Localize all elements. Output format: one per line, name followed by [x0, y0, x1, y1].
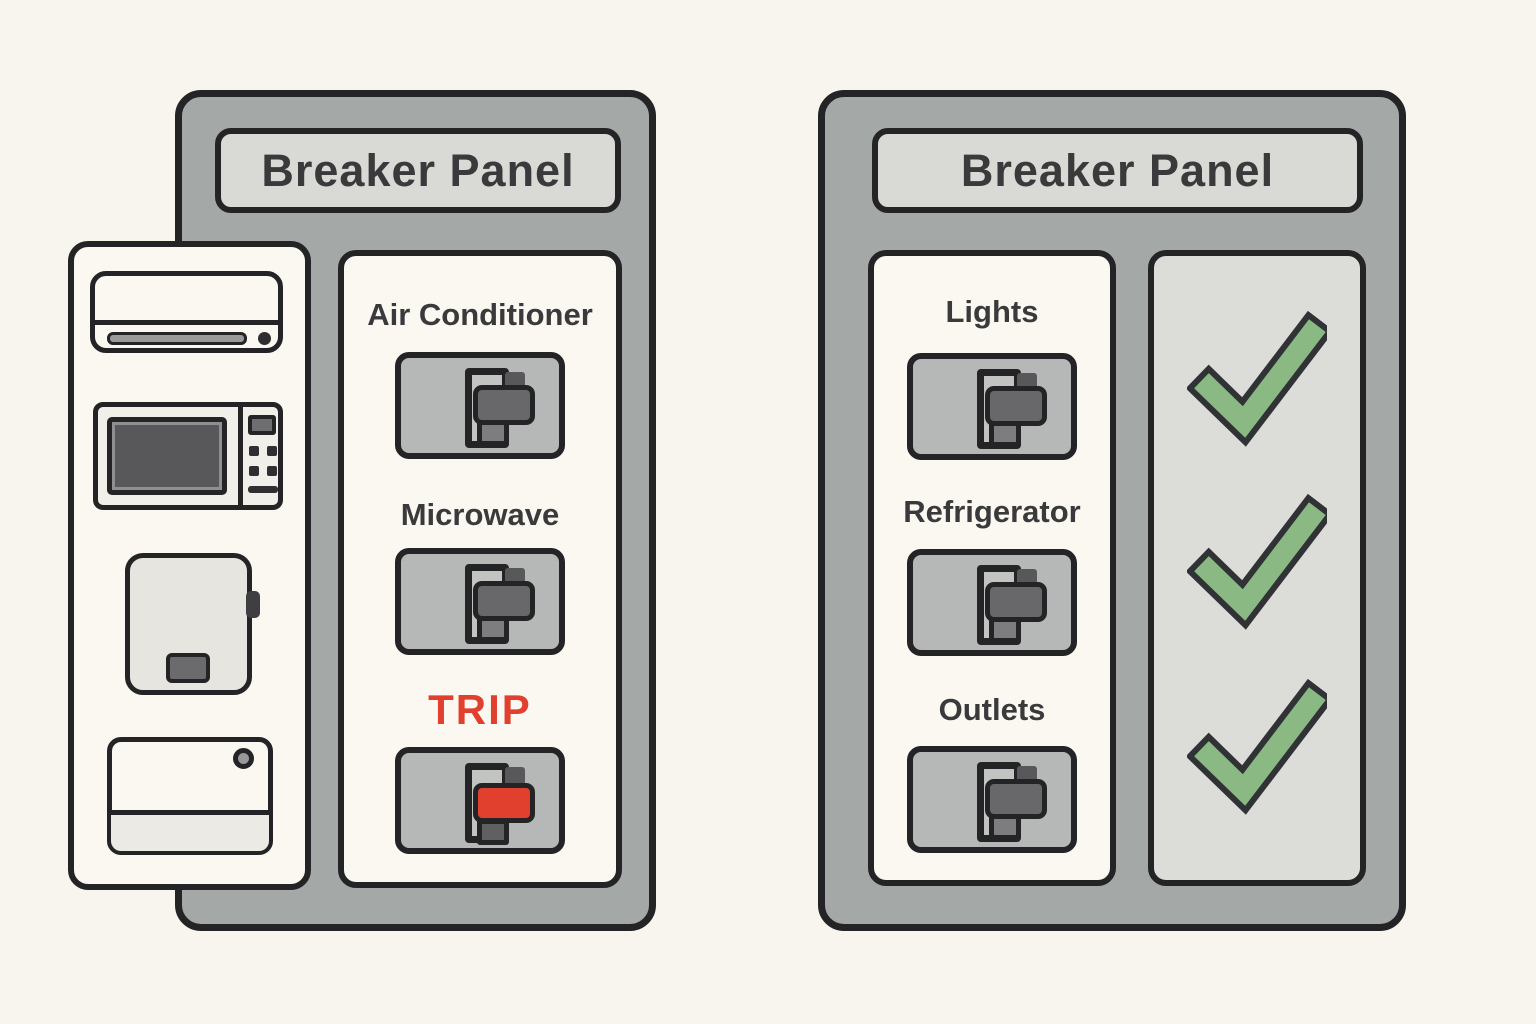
- right-circuit-column: Lights Refrigerator Outlets: [868, 250, 1116, 886]
- fridge-bottom-strip: [111, 810, 269, 851]
- microwave-window: [107, 417, 227, 495]
- circuit-label-air-conditioner: Air Conditioner: [367, 297, 593, 332]
- ac-indicator-dot: [258, 332, 271, 345]
- circuit-label-outlets: Outlets: [938, 692, 1046, 727]
- panel-title-text: Breaker Panel: [960, 144, 1275, 196]
- ac-vent: [107, 332, 247, 345]
- microwave-divider: [238, 406, 243, 506]
- trip-label: TRIP: [428, 686, 532, 733]
- fridge-button: [233, 748, 254, 769]
- breaker-handle: [473, 581, 535, 621]
- breaker-stub: [477, 819, 509, 845]
- breaker-handle: [985, 386, 1047, 426]
- portable-appliance-icon: [125, 553, 260, 695]
- breaker-handle: [985, 779, 1047, 819]
- breaker-switch-tripped[interactable]: [395, 747, 565, 854]
- breaker-switch-air-conditioner[interactable]: [395, 352, 565, 459]
- breaker-stub: [477, 616, 509, 642]
- green-checkmark-icon: [1187, 310, 1327, 447]
- breaker-stub: [989, 814, 1021, 840]
- right-panel-title: Breaker Panel: [872, 128, 1363, 213]
- circuit-label-refrigerator: Refrigerator: [903, 494, 1081, 529]
- green-checkmark-icon: [1187, 493, 1327, 630]
- breaker-switch-refrigerator[interactable]: [907, 549, 1077, 656]
- appliance-sidebar: [68, 241, 311, 890]
- left-breaker-panel: Breaker Panel Air Conditioner Microwave …: [175, 90, 656, 931]
- breaker-handle-tripped: [473, 783, 535, 823]
- ac-bottom-strip: [94, 320, 279, 349]
- green-checkmark-icon: [1187, 678, 1327, 815]
- left-circuit-column: Air Conditioner Microwave TRIP: [338, 250, 622, 888]
- breaker-switch-outlets[interactable]: [907, 746, 1077, 853]
- breaker-stub: [989, 617, 1021, 643]
- circuit-label-lights: Lights: [945, 294, 1039, 329]
- air-conditioner-icon: [90, 271, 283, 353]
- microwave-button: [249, 466, 259, 476]
- status-column: [1148, 250, 1366, 886]
- microwave-button: [267, 466, 277, 476]
- breaker-tab: [505, 767, 525, 786]
- right-breaker-panel: Breaker Panel Lights Refrigerator Outlet…: [818, 90, 1406, 931]
- circuit-label-microwave: Microwave: [400, 497, 560, 532]
- microwave-icon: [93, 402, 283, 510]
- microwave-button: [267, 446, 277, 456]
- microwave-handle-bar: [248, 486, 278, 493]
- breaker-switch-microwave[interactable]: [395, 548, 565, 655]
- left-panel-title: Breaker Panel: [215, 128, 621, 213]
- breaker-stub: [989, 421, 1021, 447]
- breaker-handle: [473, 385, 535, 425]
- mini-fridge-icon: [107, 737, 273, 855]
- microwave-button: [249, 446, 259, 456]
- breaker-handle: [985, 582, 1047, 622]
- appliance-handle: [166, 653, 210, 683]
- breaker-switch-lights[interactable]: [907, 353, 1077, 460]
- panel-title-text: Breaker Panel: [261, 144, 575, 196]
- appliance-knob: [246, 591, 260, 618]
- breaker-stub: [477, 420, 509, 446]
- microwave-display: [248, 415, 276, 435]
